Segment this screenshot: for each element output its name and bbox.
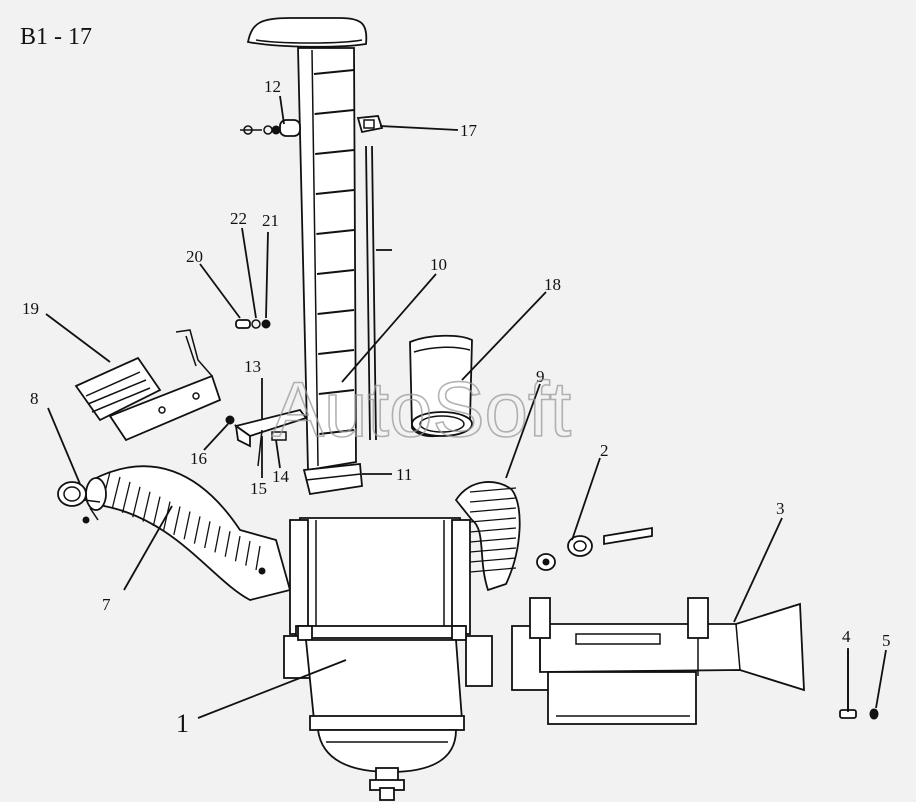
drawing-line (469, 487, 517, 493)
clamp-part-12 (240, 119, 301, 137)
drawing-line (469, 547, 517, 553)
drawing-line (314, 109, 355, 115)
drawing-line (183, 511, 191, 540)
elbow-part-18 (409, 334, 473, 438)
callout-17: 17 (460, 121, 478, 140)
drawing-line (318, 389, 355, 395)
nut-part-5 (869, 708, 879, 720)
drawing-line (469, 497, 517, 503)
drawing-line (173, 506, 181, 535)
drawing-line (245, 540, 251, 566)
flex-hose-part-9 (454, 481, 521, 592)
callout-20: 20 (186, 247, 203, 266)
air-cleaner-part-1 (283, 517, 493, 801)
drawing-line (315, 189, 355, 195)
drawing-line (469, 507, 517, 513)
drawing-line (316, 269, 355, 275)
drawing-line (469, 557, 517, 563)
callout-11: 11 (396, 465, 412, 484)
drawing-line (204, 521, 211, 549)
drawing-line (132, 486, 141, 518)
callout-15: 15 (250, 479, 267, 498)
drawing-line (469, 517, 517, 523)
drawing-line (469, 527, 517, 533)
callout-22: 22 (230, 209, 247, 228)
fitting-part-2 (536, 526, 653, 571)
silencer-part-3 (511, 597, 805, 725)
callout-3: 3 (776, 499, 785, 518)
drawing-line (316, 229, 355, 235)
drawing-line (224, 531, 231, 557)
watermark: AutoSoft (272, 365, 572, 453)
leader-lines (45, 95, 887, 719)
drawing-line (469, 537, 517, 543)
callout-16: 16 (190, 449, 207, 468)
callout-14: 14 (272, 467, 290, 486)
support-rod (365, 145, 392, 441)
drawing-line (319, 429, 355, 435)
drawing-line (315, 149, 355, 155)
drawing-line (317, 309, 355, 315)
callout-5: 5 (882, 631, 891, 650)
callout-7: 7 (102, 595, 111, 614)
clip-part-17 (356, 115, 384, 134)
callout-21: 21 (262, 211, 279, 230)
drawing-line (152, 496, 161, 527)
callout-8: 8 (30, 389, 39, 408)
callout-9: 9 (536, 367, 545, 386)
callout-4: 4 (842, 627, 851, 646)
page-code: B1 - 17 (20, 24, 92, 50)
bolt-parts-20-22 (235, 319, 271, 329)
drawing-line (313, 69, 355, 75)
hose-clamp-part-8 (57, 481, 101, 524)
callout-19: 19 (22, 299, 39, 318)
callout-12: 12 (264, 77, 281, 96)
drawing-line (234, 536, 241, 562)
callout-2: 2 (600, 441, 609, 460)
drawing-line (121, 481, 131, 513)
drawing-line (469, 567, 517, 573)
callout-10: 10 (430, 255, 447, 274)
drawing-line (255, 545, 261, 571)
intake-pipe-assembly (246, 17, 368, 496)
callout-13: 13 (244, 357, 261, 376)
callout-1: 1 (176, 709, 189, 738)
drawing-line (111, 476, 121, 509)
drawing-line (193, 516, 201, 544)
callout-labels: 1 2 3 4 5 7 8 9 10 11 12 13 14 15 16 17 … (22, 77, 891, 738)
drawing-line (318, 349, 355, 355)
callout-18: 18 (544, 275, 561, 294)
drawing-line (214, 526, 221, 553)
bracket-part-19 (74, 329, 222, 442)
drawing-line (142, 491, 151, 522)
